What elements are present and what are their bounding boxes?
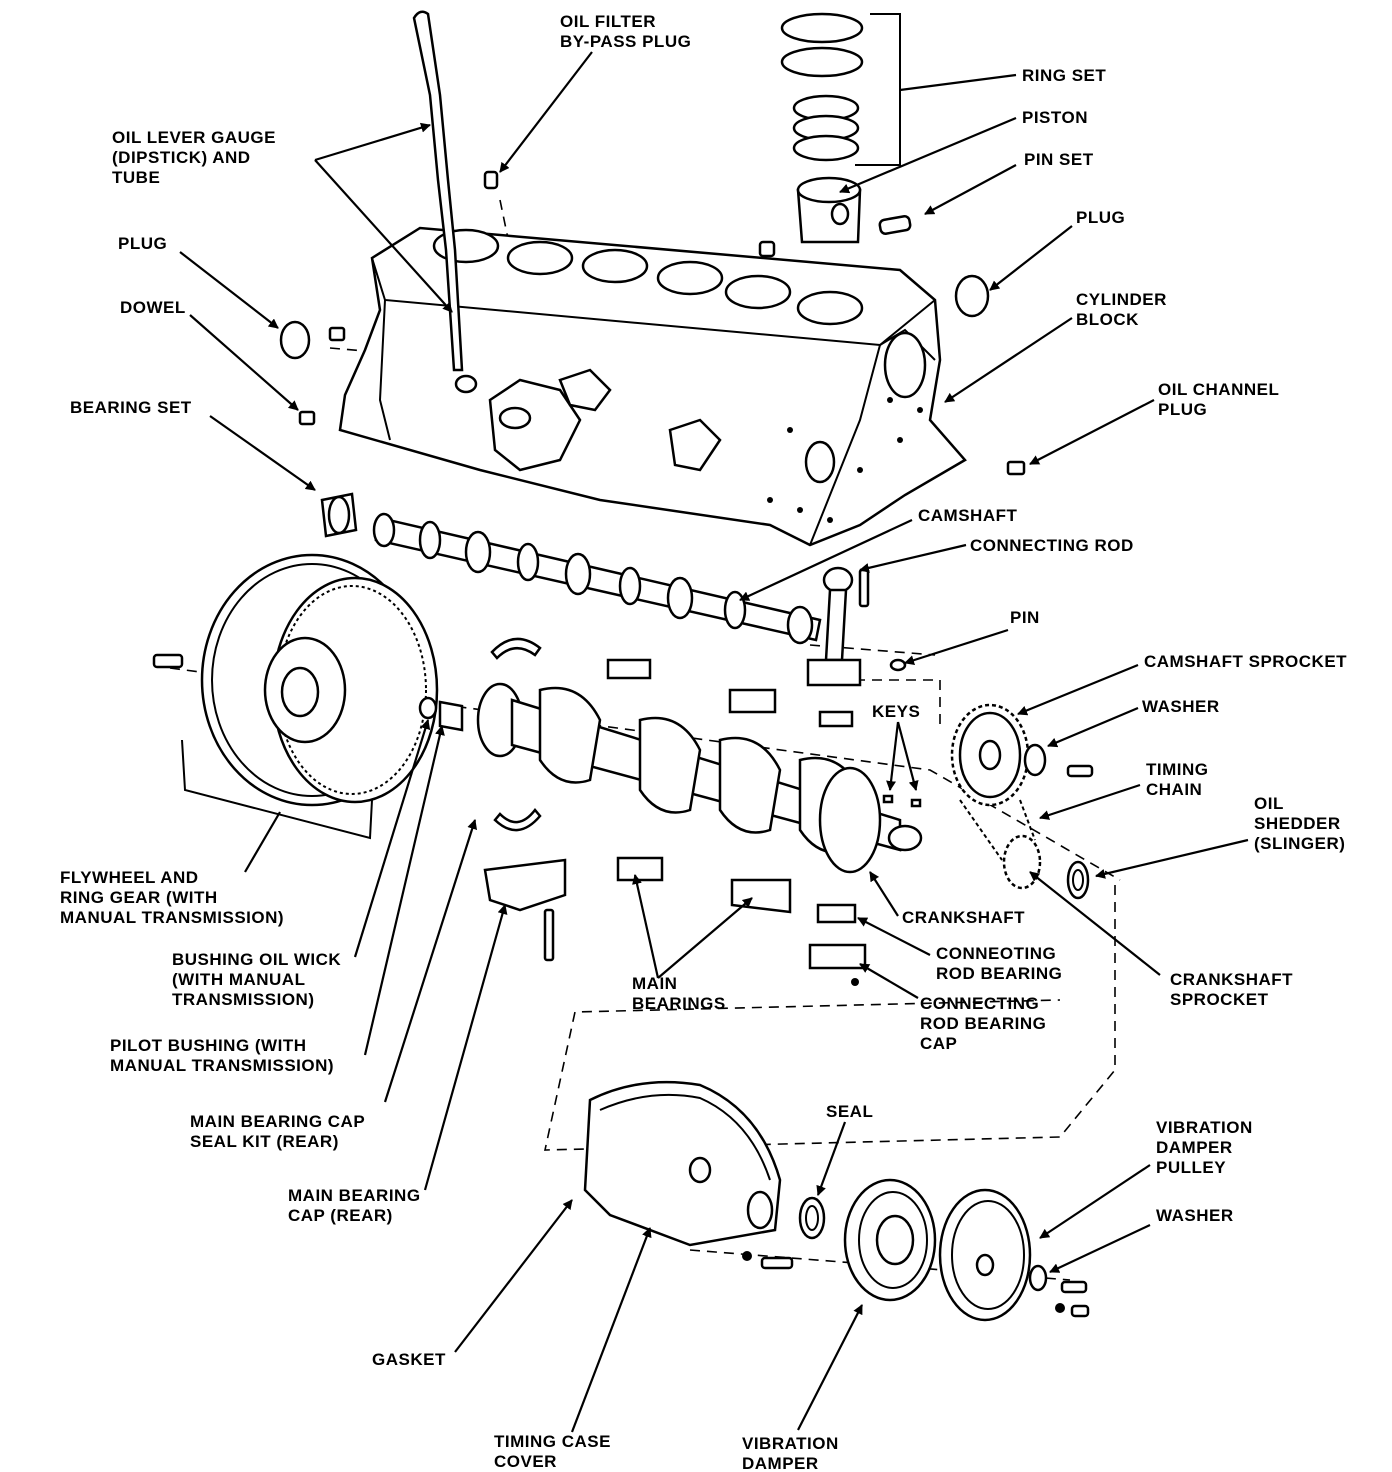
sprockets-and-chain — [950, 703, 1094, 900]
label-pin-set: PIN SET — [1024, 150, 1094, 169]
vibration-damper-and-pulley — [843, 1178, 1090, 1322]
timing-chain-part — [959, 799, 1036, 861]
label-ring-set: RING SET — [1022, 66, 1107, 85]
label-gasket: GASKET — [372, 1350, 446, 1369]
timing-case-cover-part — [583, 1080, 826, 1270]
washer-upper-part — [1023, 743, 1047, 777]
main-bearing-cap-rear-part — [483, 858, 567, 912]
label-camshaft: CAMSHAFT — [918, 506, 1018, 525]
flywheel-part — [152, 553, 464, 840]
oil-channel-plug-part — [1006, 460, 1026, 476]
label-pin: PIN — [1010, 608, 1040, 627]
oil-filter-bypass-plug-part — [483, 170, 499, 190]
label-washer-upper: WASHER — [1142, 697, 1220, 716]
dipstick-and-tube — [412, 10, 478, 394]
crankshaft-sprocket-part — [1002, 834, 1042, 890]
dowel-part — [298, 410, 316, 426]
cylinder-block — [338, 226, 967, 547]
label-seal: SEAL — [826, 1102, 874, 1121]
piston-and-rings — [780, 12, 912, 244]
plug-right-part — [954, 274, 990, 318]
crankshaft-part — [476, 682, 923, 874]
main-bearings-parts — [483, 637, 867, 986]
plug-left-part — [279, 320, 311, 360]
label-plug-left: PLUG — [118, 234, 168, 253]
bushing-oil-wick-part — [418, 696, 438, 720]
label-plug-right: PLUG — [1076, 208, 1126, 227]
oil-shedder-part — [1066, 860, 1090, 900]
small-parts — [279, 170, 1026, 538]
pilot-bushing-part — [438, 700, 464, 732]
label-crankshaft: CRANKSHAFT — [902, 908, 1026, 927]
label-camshaft-sprocket: CAMSHAFT SPROCKET — [1144, 652, 1348, 671]
label-connecting-rod: CONNECTING ROD — [970, 536, 1134, 555]
label-piston: PISTON — [1022, 108, 1088, 127]
label-washer-lower: WASHER — [1156, 1206, 1234, 1225]
seal-part — [798, 1196, 826, 1240]
connecting-rod-part — [806, 566, 907, 687]
washer-lower-part — [1028, 1264, 1048, 1292]
label-keys: KEYS — [872, 702, 921, 721]
label-bearing-set: BEARING SET — [70, 398, 192, 417]
label-dowel: DOWEL — [120, 298, 186, 317]
flywheel-bolt — [152, 653, 184, 669]
pin-set-part — [878, 215, 912, 235]
pin-part — [889, 658, 907, 672]
camshaft-part — [372, 512, 822, 645]
leader-lines — [179, 51, 1249, 1433]
